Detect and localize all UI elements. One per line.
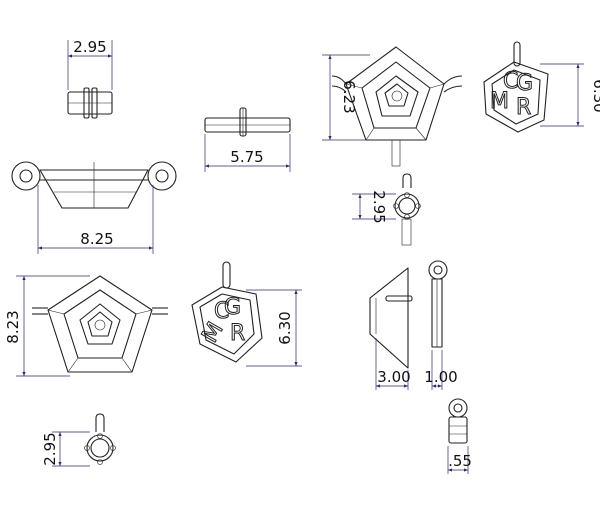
bar-side-view	[204, 107, 291, 172]
dim-small-ring-top: 2.95	[370, 190, 388, 223]
cube-letter-c-bottom: C	[214, 299, 229, 324]
cube-letter-r-top: R	[516, 95, 531, 120]
cube-letter-c-top: C	[503, 69, 518, 94]
pentagon-pendant-top	[322, 46, 463, 167]
cube-pendant-top: M C G R	[483, 41, 584, 133]
dim-pendant-width: 8.25	[80, 230, 113, 248]
dim-side-profile-width: 3.00	[377, 368, 410, 386]
cube-letter-g-bottom: G	[224, 295, 241, 320]
pendant-top-view	[11, 161, 177, 254]
cube-letter-r-bottom: R	[230, 321, 245, 346]
dim-cube-height-top: 6.30	[590, 79, 600, 112]
thin-side-view	[428, 260, 448, 390]
dim-cube-height-bottom: 6.30	[276, 311, 294, 344]
dim-clasp-front-width: 2.95	[73, 38, 106, 56]
small-ring-bottom	[52, 413, 116, 467]
clasp-side-view	[447, 398, 469, 474]
dim-side-thickness: 1.00	[424, 368, 457, 386]
dim-small-ring-bottom: 2.95	[41, 432, 59, 465]
cube-letter-g-top: G	[516, 71, 533, 96]
dim-clasp-side-width: .55	[448, 452, 472, 470]
dim-bar-length: 5.75	[230, 148, 263, 166]
side-profile-view	[369, 267, 413, 390]
cube-letter-m-top: M	[490, 89, 509, 114]
clasp-front-view	[67, 40, 113, 119]
small-ring-top	[352, 173, 421, 246]
dim-pentagon-height-bottom: 8.23	[4, 310, 22, 343]
dim-pentagon-height-top: 6.23	[340, 80, 358, 113]
pentagon-pendant-bottom	[16, 275, 168, 377]
